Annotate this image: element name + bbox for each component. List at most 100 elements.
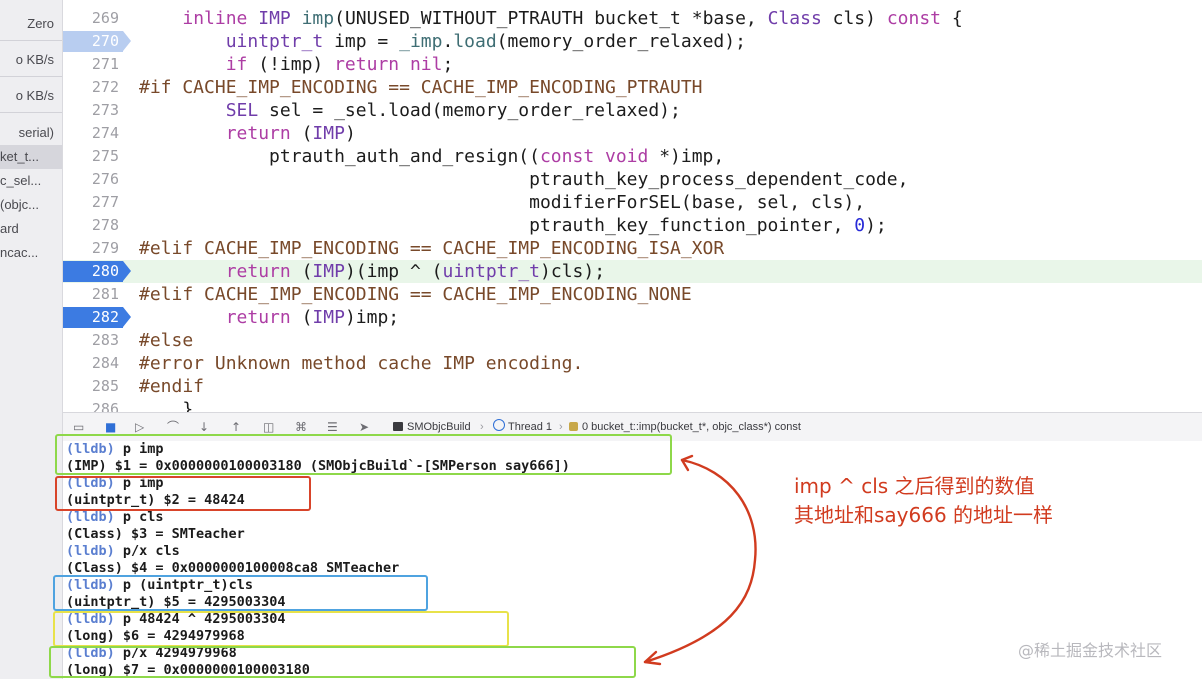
code-line[interactable]: 270 uintptr_t imp = _imp.load(memory_ord… [63, 30, 1202, 53]
sidebar-divider [0, 40, 62, 41]
code-text: uintptr_t imp = _imp.load(memory_order_r… [225, 31, 746, 52]
sidebar-divider [0, 112, 62, 113]
lldb-prompt: (lldb) [66, 509, 115, 525]
code-text: #elif CACHE_IMP_ENCODING == CACHE_IMP_EN… [139, 238, 725, 259]
breakpoint-marker[interactable] [63, 307, 131, 328]
code-line[interactable]: 277 modifierForSEL(base, sel, cls), [63, 191, 1202, 214]
console-text: (uintptr_t) $5 = 4295003304 [66, 594, 286, 610]
breakpoint-marker[interactable] [63, 31, 131, 52]
console-text: p 48424 ^ 4295003304 [114, 611, 286, 627]
memory-graph-icon[interactable]: ⌘ [295, 420, 307, 434]
code-text: if (!imp) return nil; [225, 54, 454, 75]
breakpoints-toggle-icon[interactable]: ■ [105, 420, 117, 434]
line-number: 281 [91, 285, 119, 303]
line-number: 282 [91, 308, 119, 326]
sidebar-item[interactable]: ard [0, 221, 19, 236]
sidebar-item[interactable]: c_sel... [0, 173, 42, 188]
code-text: SEL sel = _sel.load(memory_order_relaxed… [225, 100, 681, 121]
hide-debug-area-icon[interactable]: ▭ [73, 420, 85, 434]
console-text: (IMP) $1 = 0x0000000100003180 (SMObjcBui… [66, 458, 570, 474]
code-line[interactable]: 269 inline IMP imp(UNUSED_WITHOUT_PTRAUT… [63, 7, 1202, 30]
continue-icon[interactable]: ▷ [135, 420, 145, 434]
code-line[interactable]: 281#elif CACHE_IMP_ENCODING == CACHE_IMP… [63, 283, 1202, 306]
lldb-prompt: (lldb) [66, 645, 115, 661]
sidebar-item-selected[interactable]: ket_t... [0, 145, 62, 169]
console-text: p imp [114, 441, 164, 457]
line-number: 285 [91, 377, 119, 395]
step-into-icon[interactable]: ↓ [199, 420, 210, 434]
lldb-console[interactable]: (lldb) p imp(IMP) $1 = 0x000000010000318… [63, 441, 1202, 679]
console-output: (Class) $4 = 0x0000000100008ca8 SMTeache… [66, 560, 399, 577]
breadcrumb-thread[interactable]: Thread 1 [493, 419, 552, 435]
debug-toolbar: ▭ ■ ▷ ⌒ ↓ ↑ ◫ ⌘ ☰ ➤ SMObjcBuild › Thread… [63, 412, 1202, 442]
line-number: 286 [91, 400, 119, 412]
sidebar-divider [0, 76, 62, 77]
console-text: (long) $6 = 4294979968 [66, 628, 245, 644]
console-text: (long) $7 = 0x0000000100003180 [66, 662, 310, 678]
console-output: (uintptr_t) $2 = 48424 [66, 492, 245, 509]
breadcrumb-target[interactable]: SMObjcBuild [393, 419, 471, 435]
console-text: (Class) $3 = SMTeacher [66, 526, 245, 542]
code-text: modifierForSEL(base, sel, cls), [139, 192, 866, 213]
view-hierarchy-icon[interactable]: ◫ [263, 420, 275, 434]
sidebar-item[interactable]: (objc... [0, 197, 40, 212]
console-text: p/x cls [114, 543, 180, 559]
code-line[interactable]: 272#if CACHE_IMP_ENCODING == CACHE_IMP_E… [63, 76, 1202, 99]
code-line[interactable]: 285#endif [63, 375, 1202, 398]
line-number: 280 [91, 262, 119, 280]
breadcrumb-separator: › [559, 421, 563, 433]
console-command: (lldb) p cls [66, 509, 164, 526]
sidebar-item[interactable]: serial) [18, 125, 54, 140]
console-text: p/x 4294979968 [114, 645, 237, 661]
breakpoint-marker[interactable] [63, 261, 131, 282]
line-number: 276 [91, 170, 119, 188]
environment-overrides-icon[interactable]: ☰ [327, 420, 338, 434]
code-text: return (IMP) [225, 123, 356, 144]
line-number: 283 [91, 331, 119, 349]
code-line[interactable]: 279 #elif CACHE_IMP_ENCODING == CACHE_IMP… [63, 237, 1202, 260]
console-output: (IMP) $1 = 0x0000000100003180 (SMObjcBui… [66, 458, 570, 475]
sidebar-item[interactable]: Zero [27, 16, 54, 31]
code-text: ptrauth_key_function_pointer, 0); [139, 215, 887, 236]
code-line[interactable]: 271 if (!imp) return nil; [63, 53, 1202, 76]
console-command: (lldb) p 48424 ^ 4295003304 [66, 611, 285, 628]
sidebar-item[interactable]: ncac... [0, 245, 39, 260]
lldb-prompt: (lldb) [66, 577, 115, 593]
code-line[interactable]: 276 ptrauth_key_process_dependent_code, [63, 168, 1202, 191]
sidebar-item[interactable]: o KB/s [15, 88, 54, 103]
lldb-prompt: (lldb) [66, 475, 115, 491]
step-out-icon[interactable]: ↑ [231, 420, 242, 434]
annotation-arrow [643, 454, 757, 666]
console-text: (uintptr_t) $2 = 48424 [66, 492, 245, 508]
watermark: @稀土掘金技术社区 [1018, 641, 1163, 660]
console-command: (lldb) p imp [66, 441, 164, 458]
sidebar-item[interactable]: o KB/s [15, 52, 54, 67]
highlight-box-green [55, 434, 672, 475]
line-number: 279 [91, 239, 119, 257]
lldb-prompt: (lldb) [66, 543, 115, 559]
code-line[interactable]: 278 ptrauth_key_function_pointer, 0); [63, 214, 1202, 237]
code-text: ptrauth_auth_and_resign((const void *)im… [139, 146, 725, 167]
source-editor[interactable]: 269 inline IMP imp(UNUSED_WITHOUT_PTRAUT… [63, 0, 1202, 412]
line-number: 274 [91, 124, 119, 142]
code-line[interactable]: 284#error Unknown method cache IMP encod… [63, 352, 1202, 375]
line-number: 278 [91, 216, 119, 234]
step-over-icon[interactable]: ⌒ [167, 420, 180, 434]
line-number: 271 [91, 55, 119, 73]
code-line[interactable]: 274 return (IMP) [63, 122, 1202, 145]
code-line[interactable]: 280 return (IMP)(imp ^ (uintptr_t)cls); [63, 260, 1202, 283]
code-line[interactable]: 273 SEL sel = _sel.load(memory_order_rel… [63, 99, 1202, 122]
console-command: (lldb) p imp [66, 475, 164, 492]
code-text: ptrauth_key_process_dependent_code, [139, 169, 909, 190]
code-line[interactable]: 283#else [63, 329, 1202, 352]
code-line[interactable]: 275 ptrauth_auth_and_resign((const void … [63, 145, 1202, 168]
breadcrumb-frame[interactable]: 0 bucket_t::imp(bucket_t*, objc_class*) … [569, 419, 801, 435]
stack-frame-icon [569, 422, 578, 431]
code-text: return (IMP)imp; [225, 307, 400, 328]
simulate-location-icon[interactable]: ➤ [359, 420, 370, 434]
console-output: (long) $7 = 0x0000000100003180 [66, 662, 310, 679]
code-line[interactable]: 282 return (IMP)imp; [63, 306, 1202, 329]
code-line[interactable]: 286 } [63, 398, 1202, 412]
console-command: (lldb) p/x 4294979968 [66, 645, 237, 662]
console-text: p (uintptr_t)cls [114, 577, 253, 593]
